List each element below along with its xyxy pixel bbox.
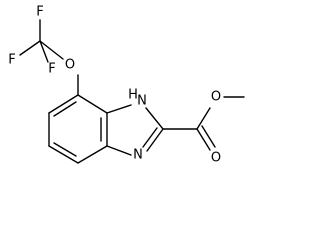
bond-c-o-ether <box>39 40 64 60</box>
atom-nh-n: N <box>137 94 147 109</box>
bond-c-f-left <box>19 40 41 56</box>
atom-n-ring: N <box>133 148 143 163</box>
bond-c2-n-double <box>142 127 158 148</box>
molecule-diagram: F F F O H N N O O <box>8 5 245 166</box>
atom-f-top: F <box>36 5 43 20</box>
bond-ring-c7-c7a <box>77 145 108 164</box>
bond-ring-c4-c5 <box>48 94 79 114</box>
bond-ring-c4-c5-inner <box>53 101 77 117</box>
bond-carbonyl-o-double-a <box>196 128 211 151</box>
atom-nh-h: H <box>128 88 138 103</box>
bond-n-c7a <box>106 145 132 156</box>
atom-f-bottom: F <box>48 62 55 77</box>
bond-ring-c6-c7-inner <box>53 142 77 157</box>
bond-ring-c3a-c4 <box>77 94 108 114</box>
bond-c3a-nh <box>106 104 132 114</box>
bond-carbonyl-o-ester <box>196 107 211 130</box>
bond-ring-c6-c7 <box>48 145 79 164</box>
bond-c-f-bottom <box>39 40 49 63</box>
atom-o-carbonyl: O <box>211 151 221 166</box>
bond-carbonyl-o-double-b <box>201 125 216 148</box>
atom-f-left: F <box>8 53 15 68</box>
structure-canvas: F F F O H N N O O <box>8 5 245 166</box>
atom-o-ether: O <box>65 58 75 73</box>
atom-o-ester: O <box>211 90 221 105</box>
bond-c2-n <box>146 128 164 152</box>
bond-nh-c2 <box>145 107 164 130</box>
